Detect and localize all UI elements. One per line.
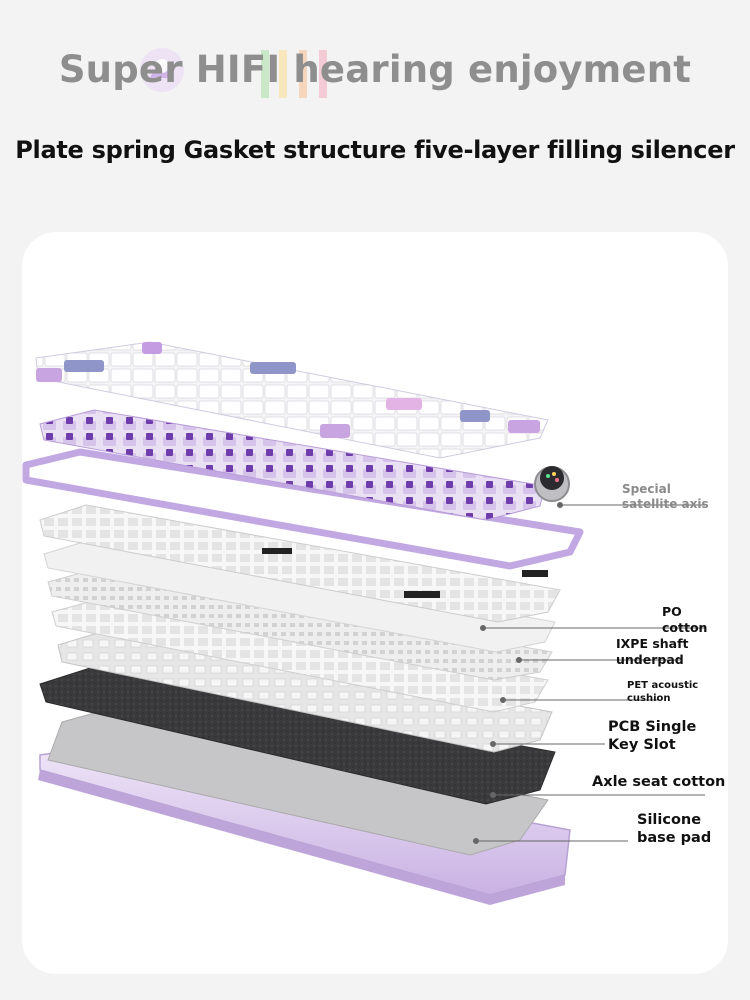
switch-layer <box>39 409 546 521</box>
plate-layer <box>39 504 561 623</box>
keycap-layer <box>35 341 549 459</box>
callout-lines <box>473 502 705 844</box>
brand-logo-icon <box>140 48 184 92</box>
callout-satellite-axis: Special satellite axis <box>622 482 709 511</box>
knob-display-icon <box>534 466 570 502</box>
callout-silicone-pad: Silicone base pad <box>637 812 712 847</box>
callout-ixpe-underpad: IXPE shaft underpad <box>616 636 689 667</box>
gasket-frame <box>22 448 584 570</box>
page-subtitle: Plate spring Gasket structure five-layer… <box>15 136 735 164</box>
callout-po-cotton: PO cotton <box>662 604 708 635</box>
callout-pet-cushion: PET acoustic cushion <box>627 680 699 704</box>
callout-pcb-slot: PCB Single Key Slot <box>608 719 697 754</box>
hifi-color-bars <box>261 50 327 98</box>
callout-axle-seat-cotton: Axle seat cotton <box>592 774 726 790</box>
page-title: Super HIFI hearing enjoyment <box>58 48 692 91</box>
